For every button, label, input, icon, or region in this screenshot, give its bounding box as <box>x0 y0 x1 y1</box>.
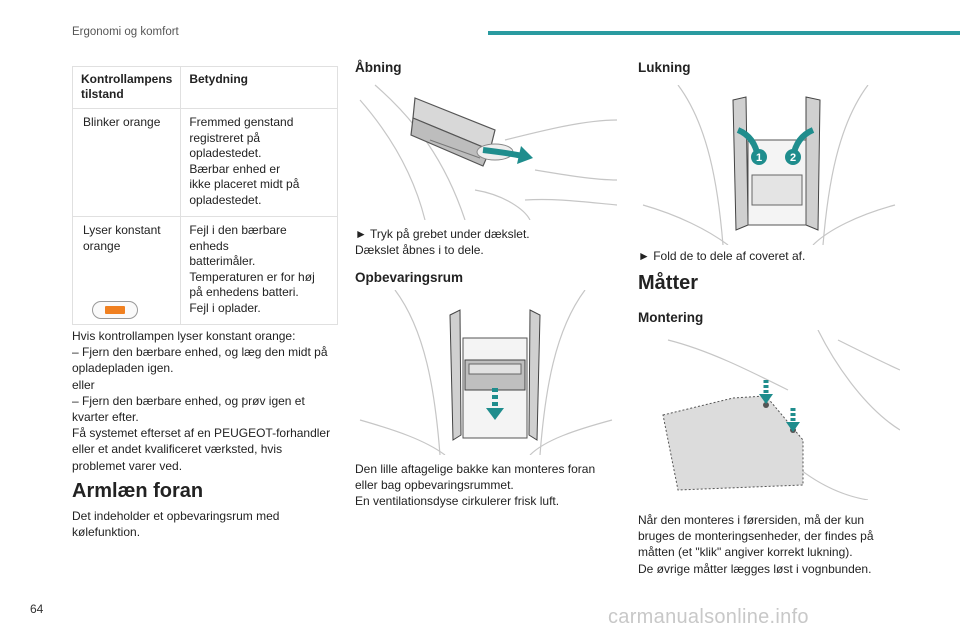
storage-line: eller bag opbevaringsrummet. <box>355 478 514 493</box>
meaning-line: opladestedet. <box>189 192 262 207</box>
warning-line: – Fjern den bærbare enhed, og læg den mi… <box>72 345 328 360</box>
warning-line: Få systemet efterset af en PEUGEOT-forha… <box>72 426 331 441</box>
closing-line: ► Fold de to dele af coveret af. <box>638 249 806 263</box>
arrow-icon <box>759 380 800 432</box>
armrest-line: Det indeholder et opbevaringsrum med <box>72 509 280 523</box>
storage-heading: Opbevaringsrum <box>355 270 464 285</box>
closing-illustration: 1 2 <box>642 85 896 245</box>
mats-illustration <box>662 330 900 500</box>
armrest-heading: Armlæn foran <box>72 480 204 502</box>
status-table: Kontrollampens tilstand Betydning Blinke… <box>71 66 338 325</box>
header-accent-bar <box>488 31 960 35</box>
mats-line: måtten (et "klik" angiver korrekt luknin… <box>638 545 853 560</box>
step-marker <box>751 149 767 165</box>
closing-paragraph: ► Fold de to dele af coveret af. <box>638 248 805 264</box>
table-header-state: Kontrollampens tilstand <box>71 66 182 109</box>
warning-line: – Fjern den bærbare enhed, og prøv igen … <box>72 393 305 408</box>
storage-paragraph: Den lille aftagelige bakke kan monteres … <box>355 461 595 510</box>
arrow-icon <box>482 146 533 164</box>
step-marker-label: 2 <box>790 152 796 164</box>
table-cell-state: Blinker orange <box>71 108 182 217</box>
armrest-paragraph: Det indeholder et opbevaringsrum med køl… <box>72 508 279 540</box>
armrest-line: kølefunktion. <box>72 525 141 540</box>
opening-line: Dækslet åbnes i to dele. <box>355 243 484 258</box>
table-header-row: Kontrollampens tilstand Betydning <box>71 66 338 109</box>
closing-heading: Lukning <box>638 60 691 75</box>
meaning-line: registreret på <box>189 130 261 145</box>
opening-line: ► Tryk på grebet under dækslet. <box>355 227 530 241</box>
table-row: Blinker orange Fremmed genstand registre… <box>71 108 338 217</box>
mats-line: Når den monteres i førersiden, må der ku… <box>638 513 865 527</box>
meaning-line: på enhedens batteri. <box>189 285 299 299</box>
meaning-line: Bærbar enhed er <box>189 161 281 176</box>
meaning-line: batterimåler. <box>189 254 256 268</box>
storage-line: En ventilationsdyse cirkulerer frisk luf… <box>355 494 560 509</box>
meaning-line: Fejl i oplader. <box>189 300 261 315</box>
meaning-line: ikke placeret midt på <box>189 177 300 191</box>
opening-paragraph: ► Tryk på grebet under dækslet. Dækslet … <box>355 226 530 258</box>
meaning-line: Fejl i den bærbare enheds <box>189 223 287 253</box>
running-header: Ergonomi og komfort <box>72 26 179 38</box>
step-marker-label: 1 <box>756 152 762 164</box>
table-header-meaning: Betydning <box>180 66 338 109</box>
warning-line: kvarter efter. <box>72 410 139 425</box>
mats-line: De øvrige måtter lægges løst i vognbunde… <box>638 561 872 576</box>
opening-heading: Åbning <box>355 60 402 75</box>
mats-paragraph: Når den monteres i førersiden, må der ku… <box>638 512 874 577</box>
mats-heading: Måtter <box>638 272 699 294</box>
meaning-line: opladestedet. <box>189 146 262 160</box>
warning-line: eller et andet kvalificeret værksted, hv… <box>72 442 283 457</box>
storage-illustration <box>359 290 613 455</box>
table-cell-meaning: Fremmed genstand registreret på opladest… <box>180 108 338 217</box>
opening-illustration <box>359 84 617 220</box>
step-marker <box>785 149 801 165</box>
warning-line: Hvis kontrollampen lyser konstant orange… <box>72 329 296 343</box>
mats-line: bruges de monteringsenheder, der findes … <box>638 529 874 544</box>
storage-line: Den lille aftagelige bakke kan monteres … <box>355 462 596 476</box>
warning-paragraph: Hvis kontrollampen lyser konstant orange… <box>72 328 330 474</box>
meaning-line: Fremmed genstand <box>189 115 294 129</box>
arrow-icon <box>486 388 504 420</box>
warning-line: problemet varer ved. <box>72 458 183 473</box>
watermark: carmanualsonline.info <box>608 606 809 628</box>
warning-line: opladepladen igen. <box>72 361 174 376</box>
meaning-line: Temperaturen er for høj <box>189 269 315 284</box>
mats-subheading: Montering <box>638 310 704 325</box>
table-cell-meaning: Fejl i den bærbare enheds batterimåler. … <box>180 216 338 325</box>
warning-line: eller <box>72 377 95 392</box>
warning-lamp-icon <box>92 301 138 319</box>
page-number: 64 <box>30 602 44 616</box>
table-row: Lyser konstant orange Fejl i den bærbare… <box>71 216 338 325</box>
